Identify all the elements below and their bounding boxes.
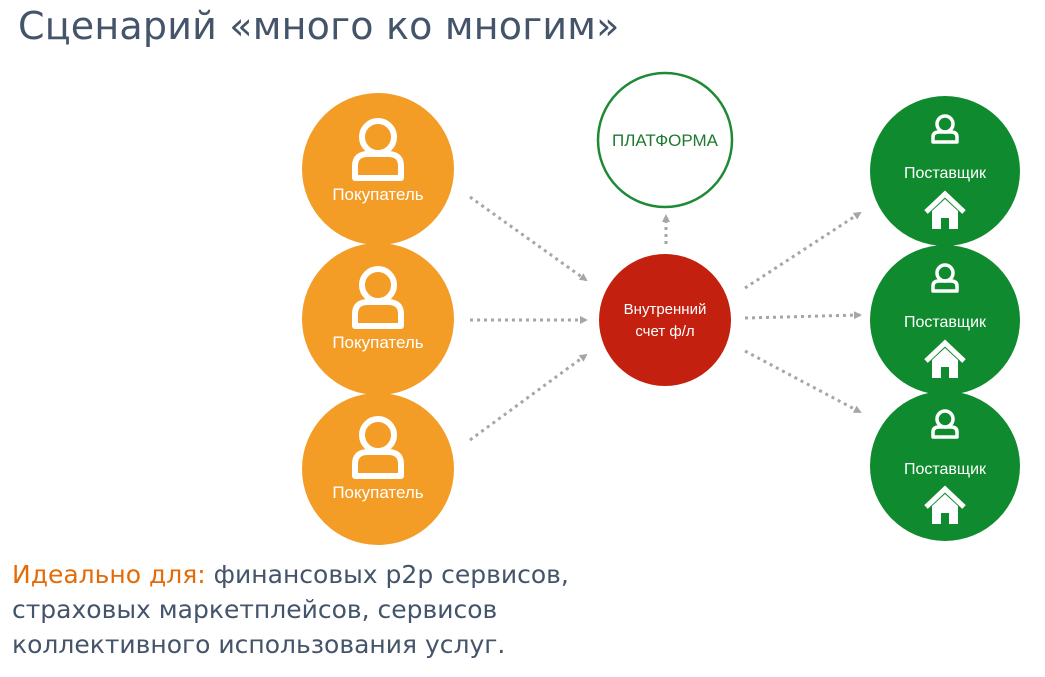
arrow-buyer1-account <box>469 195 588 282</box>
person-icon <box>352 118 404 181</box>
person-icon <box>352 416 404 479</box>
supplier-label: Поставщик <box>904 314 987 331</box>
buyer-node: Покупатель <box>302 93 454 245</box>
house-icon <box>924 485 966 524</box>
account-label-line1: Внутренний <box>624 301 707 318</box>
ideal-for-text: Идеально для: финансовых p2p сервисов, с… <box>12 557 569 662</box>
buyer-label: Покупатель <box>332 333 423 352</box>
ideal-for-line-3: коллективного использования услуг. <box>12 630 506 659</box>
account-node: Внутренний счет ф/л <box>599 254 731 386</box>
arrow-buyer3-account <box>469 353 588 442</box>
ideal-for-line-1: Идеально для: финансовых p2p сервисов, <box>12 557 569 592</box>
supplier-label: Поставщик <box>904 165 987 182</box>
supplier-label: Поставщик <box>904 461 987 478</box>
buyer-node: Покупатель <box>302 393 454 545</box>
ideal-for-line1-text: финансовых p2p сервисов, <box>205 560 569 589</box>
person-icon <box>931 263 959 293</box>
person-icon <box>931 114 959 144</box>
person-icon <box>352 266 404 329</box>
buyer-node: Покупатель <box>302 243 454 395</box>
buyer-label: Покупатель <box>332 483 423 502</box>
person-icon <box>931 409 959 439</box>
arrow-account-supplier2 <box>744 311 862 320</box>
account-label-line2: счет ф/л <box>635 323 694 340</box>
platform-node: ПЛАТФОРМА <box>596 71 734 209</box>
slide-title: Сценарий «много ко многим» <box>18 4 620 48</box>
supplier-node: Поставщик <box>870 96 1020 246</box>
ideal-for-label: Идеально для: <box>12 560 206 589</box>
arrow-account-supplier1 <box>744 211 862 290</box>
house-icon <box>924 190 966 229</box>
arrow-account-supplier3 <box>744 349 862 414</box>
ideal-for-line-2: страховых маркетплейсов, сервисов <box>12 595 498 624</box>
arrows <box>469 195 862 442</box>
supplier-node: Поставщик <box>870 391 1020 541</box>
house-icon <box>924 339 966 378</box>
supplier-node: Поставщик <box>870 245 1020 395</box>
platform-label: ПЛАТФОРМА <box>612 131 719 150</box>
buyer-label: Покупатель <box>332 185 423 204</box>
